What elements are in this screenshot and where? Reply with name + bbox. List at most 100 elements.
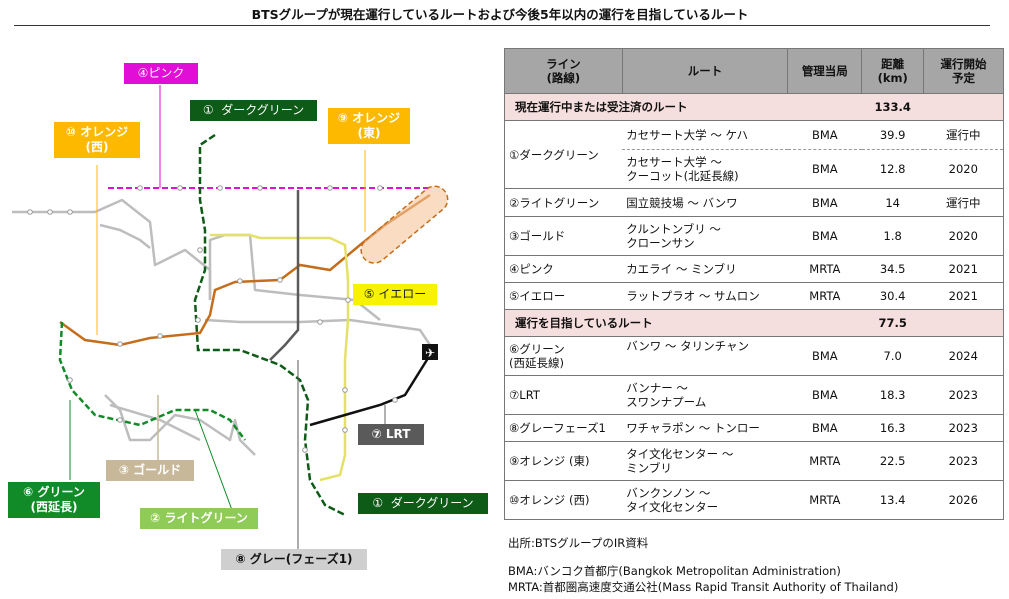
table-row: ⑦LRT バンナー ～ スワンナプーム BMA 18.3 2023 [504, 375, 1004, 415]
dark-green-line-label-top: ① ダークグリーン [190, 100, 317, 121]
distance-cell: 34.5 [861, 255, 924, 283]
table-row: ⑥グリーン (西延長線) バンワ ～ タリンチャン BMA 7.0 2024 [504, 336, 1004, 376]
table-row: カセサート大学 ～ クーコット(北延長線) BMA 12.8 2020 [505, 149, 1004, 189]
route-cell: バンナー ～ スワンナプーム [622, 375, 788, 415]
station-dot [117, 341, 123, 347]
routes-table: ライン (路線) ルート 管理当局 距離 (km) 運行開始 予定 現在運行中ま… [503, 48, 1004, 520]
start-cell: 運行中 [923, 120, 1004, 150]
route-cell: バンクンノン ～ タイ文化センター [622, 480, 788, 520]
start-cell: 2021 [923, 282, 1004, 310]
start-cell: 2023 [923, 375, 1004, 415]
section-current-row: 現在運行中または受注済のルート 133.4 [503, 93, 1004, 121]
table-row: ④ピンク カエライ ～ ミンブリ MRTA 34.5 2021 [504, 255, 1004, 283]
station-dots [27, 185, 398, 453]
section-planned-label: 運行を目指しているルート [503, 309, 862, 337]
line-cell: ⑥グリーン (西延長線) [504, 336, 623, 376]
page-title: BTSグループが現在運行しているルートおよび今後5年以内の運行を目指しているルー… [251, 7, 749, 22]
start-cell: 2020 [923, 216, 1004, 256]
distance-cell: 22.5 [861, 441, 924, 481]
start-cell: 2023 [923, 441, 1004, 481]
station-dot [237, 278, 243, 284]
source-note: 出所:BTSグループのIR資料 [508, 536, 649, 550]
col-header-line: ライン (路線) [504, 48, 623, 94]
table-row: ⑤イエロー ラットプラオ ～ サムロン MRTA 30.4 2021 [504, 282, 1004, 310]
distance-cell: 30.4 [861, 282, 924, 310]
distance-cell: 16.3 [861, 414, 924, 442]
route-cell: ワチャラポン ～ トンロー [622, 414, 788, 442]
authority-cell: BMA [787, 188, 862, 217]
authority-cell: BMA [787, 120, 862, 150]
start-cell: 2021 [923, 255, 1004, 283]
line-cell: ③ゴールド [504, 216, 623, 256]
route-cell: 国立競技場 ～ バンワ [622, 188, 788, 217]
existing-line-south-2 [109, 403, 201, 442]
route-cell: タイ文化センター ～ ミンブリ [622, 441, 788, 481]
authority-cell: MRTA [787, 282, 862, 310]
station-dot [67, 377, 73, 383]
line-cell: ⑦LRT [504, 375, 623, 415]
existing-line-center [208, 233, 381, 321]
distance-cell: 13.4 [861, 480, 924, 520]
orange-east-highlight [360, 185, 449, 264]
station-dot [177, 185, 183, 191]
start-cell: 運行中 [923, 188, 1004, 217]
start-cell: 2023 [923, 414, 1004, 442]
station-dot [157, 333, 163, 339]
station-dot [277, 277, 283, 283]
dark-green-line [193, 133, 346, 517]
green-west-line [58, 321, 246, 441]
lrt-line [309, 354, 432, 427]
distance-cell: 18.3 [861, 375, 924, 415]
orange-line [59, 193, 431, 347]
station-dot [197, 247, 203, 253]
distance-cell: 1.8 [861, 216, 924, 256]
station-dot [217, 185, 223, 191]
station-dot [67, 209, 73, 215]
station-dot [377, 185, 383, 191]
green-west-line-label: ⑥ グリーン (西延長) [8, 482, 100, 518]
station-dot [257, 185, 263, 191]
line-cell: ⑨オレンジ (東) [504, 441, 623, 481]
existing-line-loop [204, 318, 432, 346]
table-row: ⑨オレンジ (東) タイ文化センター ～ ミンブリ MRTA 22.5 2023 [504, 441, 1004, 481]
yellow-line-label: ⑤ イエロー [353, 284, 437, 305]
line-cell: ⑧グレーフェーズ1 [504, 414, 623, 442]
distance-cell: 12.8 [861, 149, 924, 189]
station-dot [345, 297, 351, 303]
authority-cell: BMA [787, 414, 862, 442]
table-row: ⑧グレーフェーズ1 ワチャラポン ～ トンロー BMA 16.3 2023 [504, 414, 1004, 442]
table-row: ②ライトグリーン 国立競技場 ～ バンワ BMA 14 運行中 [504, 188, 1004, 217]
station-dot [317, 319, 323, 325]
route-cell: カエライ ～ ミンブリ [622, 255, 788, 283]
dark-green-line-label-bottom: ① ダークグリーン [358, 493, 488, 514]
route-cell: バンワ ～ タリンチャン [622, 336, 788, 376]
station-dot [27, 209, 33, 215]
authority-cell: MRTA [787, 441, 862, 481]
gold-line-label: ③ ゴールド [106, 460, 194, 481]
gray-line-label: ⑧ グレー(フェーズ1) [221, 549, 367, 570]
yellow-line [210, 233, 350, 482]
table-row: ①ダークグリーン カセサート大学 ～ ケハ BMA 39.9 運行中 [504, 120, 1004, 189]
authority-cell: MRTA [787, 480, 862, 520]
airport-marker [422, 344, 438, 360]
pink-line-label: ④ピンク [124, 63, 198, 84]
authority-cell: BMA [787, 375, 862, 415]
station-dot [195, 317, 201, 323]
existing-line-west-branch [99, 223, 151, 249]
distance-cell: 7.0 [861, 336, 924, 376]
authority-cell: BMA [787, 149, 862, 189]
bma-note: BMA:バンコク首都庁(Bangkok Metropolitan Adminis… [508, 564, 841, 578]
col-header-authority: 管理当局 [787, 48, 863, 94]
orange-east-line-label: ⑨ オレンジ (東) [328, 108, 410, 144]
col-header-route: ルート [621, 48, 789, 94]
col-header-distance: 距離 (km) [861, 48, 925, 94]
section-planned-total: 77.5 [861, 309, 924, 337]
line-cell: ②ライトグリーン [504, 188, 623, 217]
distance-cell: 14 [861, 188, 924, 217]
station-dot [117, 417, 123, 423]
col-header-start: 運行開始 予定 [923, 48, 1004, 94]
gray-line [269, 190, 300, 361]
section-current-total: 133.4 [861, 93, 924, 121]
authority-cell: MRTA [787, 255, 862, 283]
table-header-row: ライン (路線) ルート 管理当局 距離 (km) 運行開始 予定 [504, 48, 1004, 94]
